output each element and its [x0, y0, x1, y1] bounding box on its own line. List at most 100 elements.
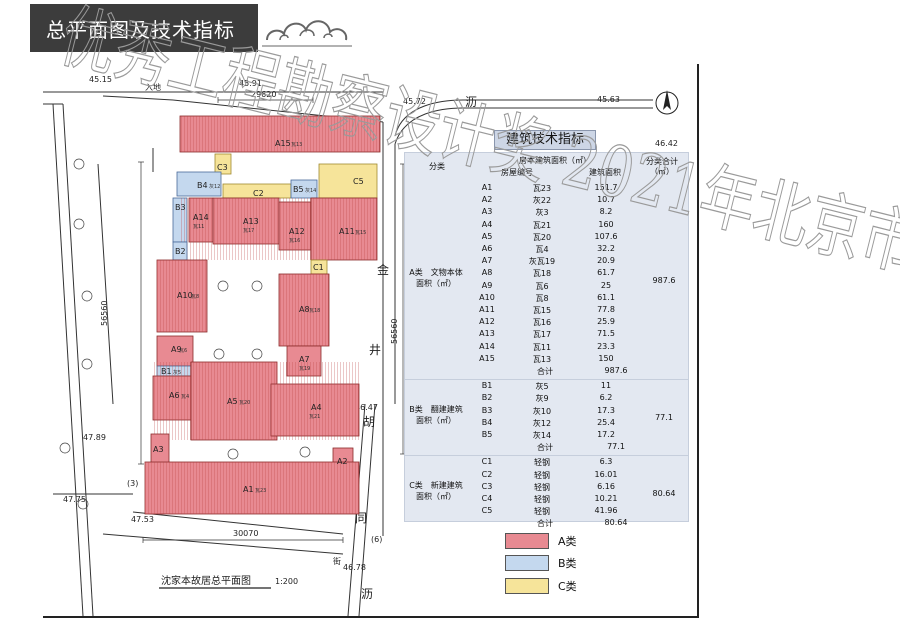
- lbl-a11: A11: [339, 227, 355, 236]
- lbl-b4: B4: [197, 181, 208, 190]
- table-cell-house-no: B4: [481, 417, 493, 427]
- lbl-b3: B3: [175, 203, 186, 212]
- street-name: 沥 金 井 胡 同 沥: [355, 95, 477, 601]
- table-cell-type: 瓦23: [532, 184, 552, 193]
- table-cell-type: 瓦8: [535, 293, 549, 303]
- elev-6: 47.89: [83, 433, 106, 442]
- table-cell-area: 10.21: [594, 494, 618, 503]
- table-cell-area: 10.7: [597, 195, 615, 205]
- table-cell-house-no: A9: [481, 280, 493, 290]
- elev-9: 46.78: [343, 563, 366, 572]
- legend-label-a: A类: [558, 535, 577, 548]
- table-cell-house-no: B2: [481, 393, 493, 403]
- building-b4: [176, 171, 222, 197]
- lbl-a5: A5: [227, 397, 238, 406]
- table-cell-area: 23.3: [597, 341, 615, 351]
- table-cell-house-no: C1: [481, 457, 493, 467]
- lbl-a7-sub: 瓦19: [299, 366, 310, 372]
- elev-8: 47.53: [131, 515, 154, 524]
- table-cell-area: 61.7: [597, 268, 615, 278]
- building-a9: [156, 335, 194, 367]
- table-cell-type: 瓦16: [532, 318, 552, 328]
- table-cell-house-no: C3: [481, 481, 493, 491]
- hdr-category: 分类: [429, 162, 445, 171]
- dimension-lines: [138, 97, 406, 543]
- lbl-a13-sub: 瓦17: [243, 228, 254, 234]
- table-cell-type: 瓦4: [535, 245, 549, 254]
- legend-swatch-a: [505, 533, 549, 549]
- plan-caption: 沈家本故居总平面图: [161, 574, 251, 587]
- lbl-b2: B2: [175, 247, 186, 256]
- misc-rudi: 入地: [145, 82, 161, 92]
- hdr-area-group: 房本建筑面积（㎡）: [519, 156, 591, 165]
- table-cell-area: 160: [598, 219, 614, 229]
- table-cell-type: 灰22: [532, 196, 552, 206]
- lbl-a13: A13: [243, 217, 259, 226]
- table-sum-label: 合计: [537, 519, 553, 529]
- table-divider: [405, 455, 688, 457]
- lbl-a8: A8: [299, 305, 310, 314]
- lbl-c2: C2: [253, 189, 264, 198]
- table-group-subtotal: 77.1: [655, 412, 673, 422]
- hdr-subtotal: 分类合计（㎡）: [646, 157, 678, 176]
- elev-3: 45.72: [403, 97, 426, 106]
- table-cell-area: 20.9: [597, 256, 615, 266]
- table-cell-type: 灰瓦19: [528, 257, 556, 267]
- table-cell-area: 6.3: [599, 457, 613, 467]
- elev-4: 45.63: [597, 95, 620, 104]
- table-cell-type: 轻钢: [534, 482, 550, 492]
- lbl-a12: A12: [289, 227, 305, 236]
- lbl-a15: A15: [275, 139, 291, 148]
- table-cell-type: 瓦17: [532, 330, 552, 340]
- lbl-b4-sub: 灰12: [209, 183, 220, 190]
- table-cell-area: 77.8: [597, 305, 615, 314]
- lbl-a3: A3: [153, 445, 164, 454]
- misc-6: (6): [371, 535, 382, 544]
- table-cell-house-no: A8: [481, 268, 493, 278]
- table-cell-type: 灰14: [532, 431, 552, 440]
- lbl-a1: A1: [243, 485, 254, 494]
- street-char-5: 同: [355, 511, 367, 525]
- legend-swatch-b: [505, 555, 549, 571]
- table-cell-type: 灰10: [532, 406, 552, 416]
- table-cell-area: 25: [600, 280, 612, 290]
- lbl-b1: B1: [161, 367, 172, 376]
- table-cell-area: 41.96: [594, 506, 618, 516]
- table-cell-type: 轻钢: [534, 458, 550, 468]
- elev-5: 46.42: [655, 139, 678, 148]
- table-cell-area: 32.2: [597, 244, 615, 253]
- table-cell-house-no: B5: [481, 430, 493, 439]
- table-cell-type: 瓦6: [535, 281, 549, 291]
- table-group-name: A类 文物本体面积（㎡）: [409, 267, 463, 288]
- lbl-a4: A4: [311, 403, 322, 412]
- table-group-name: C类 新建建筑面积（㎡）: [409, 481, 463, 501]
- table-cell-house-no: A10: [479, 292, 495, 302]
- table-cell-type: 灰9: [535, 394, 549, 404]
- legend-swatch-c: [505, 578, 549, 594]
- lbl-a10: A10: [177, 291, 193, 300]
- street-char-3: 井: [369, 343, 381, 357]
- lbl-a11-sub: 瓦15: [355, 230, 366, 236]
- lbl-a12-sub: 瓦16: [289, 238, 300, 244]
- table-cell-house-no: A4: [481, 219, 493, 229]
- table-cell-area: 25.9: [597, 317, 615, 327]
- building-c5: [318, 163, 378, 199]
- lbl-a10-sub: 瓦8: [191, 294, 199, 300]
- table-cell-house-no: A1: [481, 183, 493, 192]
- lbl-a8-sub: 瓦18: [309, 308, 320, 314]
- table-cell-type: 轻钢: [534, 470, 550, 480]
- lbl-c3: C3: [217, 163, 228, 172]
- table-cell-house-no: A7: [481, 256, 493, 266]
- section-header: 总平面图及技术指标: [30, 4, 258, 52]
- dim-bottom: 30070: [233, 529, 258, 538]
- table-group-subtotal: 987.6: [652, 275, 676, 285]
- table-cell-area: 25.4: [597, 417, 615, 427]
- misc-3: (3): [127, 479, 138, 488]
- street-char-1: 沥: [465, 95, 477, 109]
- legend-label-c: C类: [558, 580, 577, 593]
- table-sum-value: 80.64: [604, 518, 628, 528]
- table-cell-area: 151.7: [594, 183, 618, 192]
- table-cell-area: 11: [600, 381, 612, 391]
- table-cell-area: 6.2: [599, 393, 613, 403]
